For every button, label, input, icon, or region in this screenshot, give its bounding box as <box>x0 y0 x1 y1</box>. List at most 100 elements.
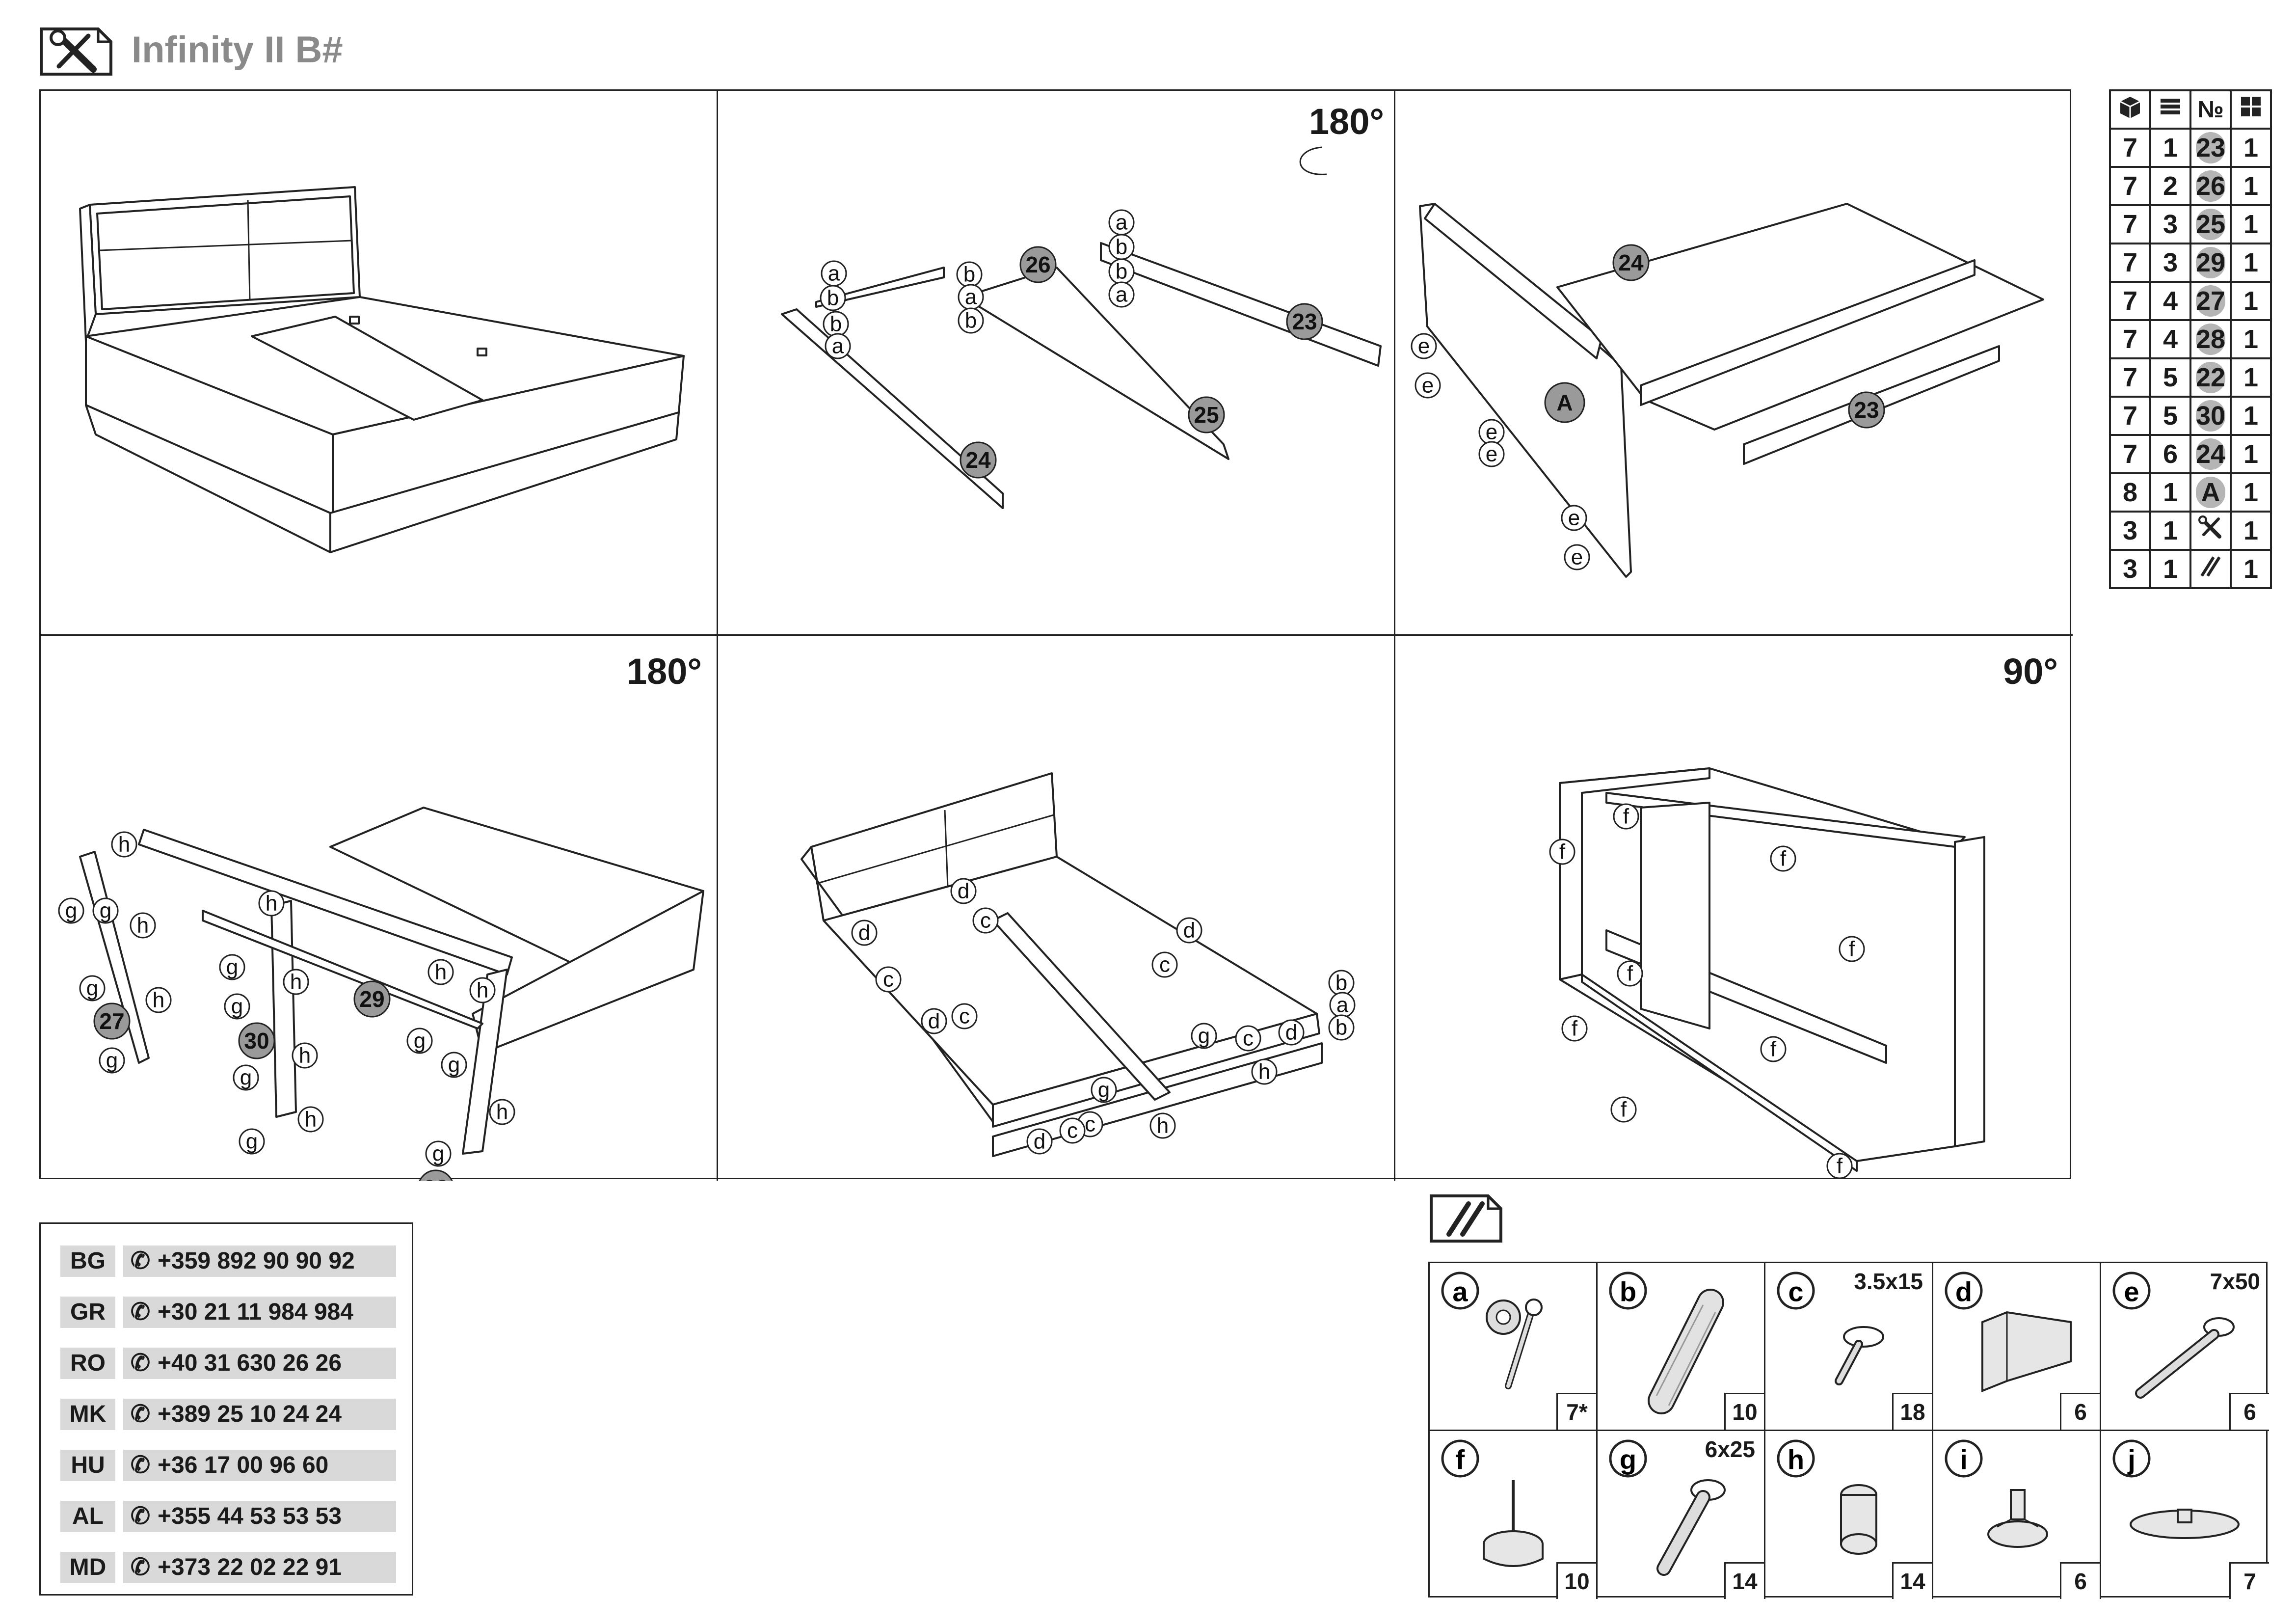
part-number: 25 <box>2195 209 2226 240</box>
fitting-e-label: e <box>1478 441 1505 467</box>
phone-number: +373 22 02 22 91 <box>158 1554 342 1580</box>
hardware-item: d 6 <box>1933 1263 2101 1431</box>
fitting-a-label: a <box>1108 209 1135 236</box>
stack-icon <box>2149 89 2191 130</box>
fitting-c-label: c <box>1235 1025 1261 1052</box>
hardware-qty: 7 <box>2229 1562 2269 1599</box>
step-1-panel <box>41 91 718 636</box>
fitting-h-label: h <box>427 959 454 985</box>
part-23-label: 23 <box>1286 303 1323 340</box>
svg-text:f: f <box>1780 847 1787 871</box>
svg-text:e: e <box>1486 420 1497 444</box>
svg-text:g: g <box>246 1130 258 1154</box>
fitting-c-label: c <box>875 966 902 993</box>
fitting-f-label: f <box>1839 936 1865 962</box>
fitting-d-label: d <box>950 878 977 904</box>
hardware-item: i 6 <box>1933 1431 2101 1599</box>
angle-bracket-icon <box>1981 1311 2072 1392</box>
svg-text:27: 27 <box>99 1008 124 1034</box>
svg-text:g: g <box>86 976 98 1001</box>
svg-text:g: g <box>414 1029 426 1053</box>
svg-text:h: h <box>1258 1060 1270 1084</box>
hardware-letter: h <box>1788 1444 1804 1475</box>
fitting-h-label: h <box>283 969 309 995</box>
fitting-b-label: b <box>820 285 846 311</box>
hardware-letter: e <box>2124 1276 2139 1307</box>
svg-text:f: f <box>1572 1017 1578 1041</box>
fitting-h-label: h <box>258 890 285 917</box>
part-number: 28 <box>2195 324 2226 355</box>
svg-text:h: h <box>435 960 447 984</box>
hardware-icon <box>2189 549 2232 589</box>
hardware-letter: d <box>1955 1276 1972 1307</box>
svg-text:h: h <box>153 988 164 1012</box>
hardware-item: b 10 <box>1598 1263 1765 1431</box>
fitting-c-label: c <box>1151 951 1178 978</box>
tools-icon <box>39 22 113 76</box>
fitting-e-label: e <box>1415 372 1441 399</box>
svg-text:24: 24 <box>1618 250 1644 275</box>
svg-text:g: g <box>100 899 111 923</box>
fitting-g-label: g <box>219 954 245 980</box>
svg-text:b: b <box>827 286 839 310</box>
svg-text:e: e <box>1571 545 1583 569</box>
fitting-c-label: c <box>951 1003 978 1029</box>
phone-number: +30 21 11 984 984 <box>158 1299 354 1325</box>
bolt-icon <box>1656 1479 1726 1576</box>
step-3-panel: 24 A 23 e e e e e e <box>1395 91 2073 636</box>
fitting-b-label: b <box>1328 1014 1355 1041</box>
svg-text:c: c <box>883 968 894 992</box>
phone-number: +359 892 90 90 92 <box>158 1248 355 1274</box>
svg-text:26: 26 <box>1025 252 1050 277</box>
fitting-e-label: e <box>1478 419 1505 445</box>
hardware-item: e 7x50 6 <box>2101 1263 2269 1431</box>
tools-icon <box>2189 511 2232 551</box>
fitting-a-label: a <box>821 260 847 287</box>
part-number: 29 <box>2195 247 2226 278</box>
phone-icon: ✆ <box>130 1401 151 1427</box>
hardware-icon <box>1429 1189 1503 1243</box>
hardware-letter: b <box>1620 1276 1636 1307</box>
svg-text:g: g <box>1098 1078 1110 1102</box>
svg-text:f: f <box>1849 937 1855 961</box>
svg-text:30: 30 <box>244 1028 269 1054</box>
svg-text:c: c <box>1067 1119 1078 1143</box>
parts-table-header: № <box>2109 89 2272 130</box>
svg-text:h: h <box>477 978 488 1002</box>
svg-text:e: e <box>1418 334 1430 358</box>
svg-text:g: g <box>106 1049 118 1073</box>
fitting-f-label: f <box>1770 845 1796 872</box>
short-screw-icon <box>1835 1326 1884 1385</box>
dowel-icon <box>1648 1289 1724 1414</box>
svg-text:h: h <box>1157 1114 1169 1138</box>
phone-icon: ✆ <box>130 1350 151 1376</box>
fitting-f-label: f <box>1760 1036 1787 1062</box>
fitting-b-label: b <box>958 307 984 334</box>
insert-nut-icon <box>1840 1484 1877 1555</box>
svg-text:c: c <box>980 909 991 933</box>
fitting-h-label: h <box>1251 1058 1278 1085</box>
phone-icon: ✆ <box>130 1452 151 1478</box>
svg-text:g: g <box>448 1053 460 1077</box>
hardware-letter: i <box>1960 1444 1968 1475</box>
hardware-item: c 3.5x15 18 <box>1765 1263 1933 1431</box>
svg-text:e: e <box>1486 442 1497 466</box>
svg-text:b: b <box>1116 235 1127 259</box>
hardware-qty: 6 <box>2229 1393 2269 1430</box>
svg-text:h: h <box>305 1108 317 1132</box>
svg-text:b: b <box>1335 1016 1347 1040</box>
fitting-f-label: f <box>1561 1015 1588 1042</box>
svg-text:f: f <box>1837 1154 1843 1178</box>
svg-text:A: A <box>1556 390 1573 415</box>
part-A-label: A <box>1544 382 1585 423</box>
svg-text:e: e <box>1422 374 1434 398</box>
hardware-qty: 18 <box>1892 1393 1932 1430</box>
svg-text:d: d <box>928 1009 940 1033</box>
step-4-illustration: 27 30 29 28 g g h h g h g h g g h h g h … <box>58 807 704 1181</box>
svg-text:b: b <box>963 263 975 287</box>
svg-text:a: a <box>965 285 977 309</box>
